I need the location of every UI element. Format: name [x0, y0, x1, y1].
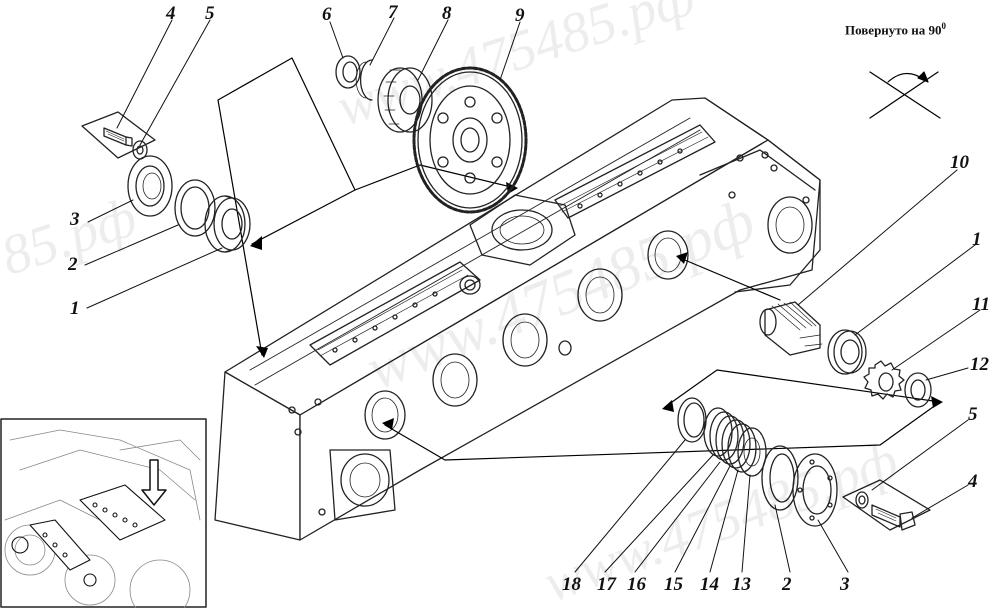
callout-17: 17 — [597, 574, 616, 595]
top-flange — [469, 194, 576, 266]
right-end-flange — [767, 164, 813, 254]
left-end-flange — [329, 449, 396, 521]
bolt-4-right — [871, 504, 916, 531]
bearing-1-left — [204, 195, 251, 253]
cover-3-left — [127, 155, 173, 217]
callout-4-right: 4 — [968, 471, 978, 492]
rotation-symbol — [869, 71, 941, 119]
assembly-path-lines — [217, 57, 941, 461]
housing-bolt-holes — [288, 151, 769, 516]
bolt-4-left — [81, 111, 156, 159]
cover-3-right — [792, 453, 838, 527]
callout-5-right: 5 — [968, 404, 978, 425]
gear-9 — [412, 66, 528, 214]
callout-10: 10 — [950, 152, 969, 173]
vehicle-locator-inset — [0, 418, 207, 616]
leader-lines — [84, 17, 981, 573]
seal-ring-18 — [677, 397, 707, 443]
bearing-1-right — [827, 329, 867, 375]
gasket-2-right — [761, 445, 799, 511]
callout-8: 8 — [442, 3, 452, 24]
callout-2: 2 — [68, 254, 78, 275]
rotation-caption-degree: 0 — [941, 21, 947, 31]
callout-16: 16 — [627, 574, 646, 595]
lock-washer-11 — [863, 360, 905, 400]
callout-18: 18 — [562, 574, 581, 595]
spacer-stack-13-17 — [703, 407, 767, 477]
callout-15: 15 — [664, 574, 683, 595]
callout-7: 7 — [388, 2, 398, 23]
rotation-caption-text: Повернуто на 90 — [845, 22, 942, 38]
callout-4: 4 — [166, 3, 176, 24]
gear-8 — [377, 67, 433, 133]
top-rib-panel-right — [554, 124, 716, 219]
callout-5: 5 — [205, 3, 215, 24]
washer-5-right — [842, 479, 931, 531]
callout-1: 1 — [70, 298, 80, 319]
splined-shaft-10 — [759, 301, 823, 356]
rotation-caption: Повернуто на 900 — [845, 21, 946, 38]
callout-3-right: 3 — [840, 574, 850, 595]
callout-14: 14 — [700, 574, 719, 595]
callout-3: 3 — [70, 209, 80, 230]
callout-6: 6 — [322, 4, 332, 25]
gear-housing — [214, 97, 821, 541]
callout-12: 12 — [970, 354, 989, 375]
callout-11: 11 — [972, 294, 990, 315]
top-rib-panel-left — [309, 261, 481, 366]
callout-2-right: 2 — [782, 574, 792, 595]
snap-ring-7 — [355, 59, 373, 101]
bearing-bores — [364, 230, 689, 440]
callout-1-right: 1 — [972, 229, 982, 250]
callout-9: 9 — [515, 5, 525, 26]
nut-12 — [904, 372, 932, 408]
callout-13: 13 — [732, 574, 751, 595]
